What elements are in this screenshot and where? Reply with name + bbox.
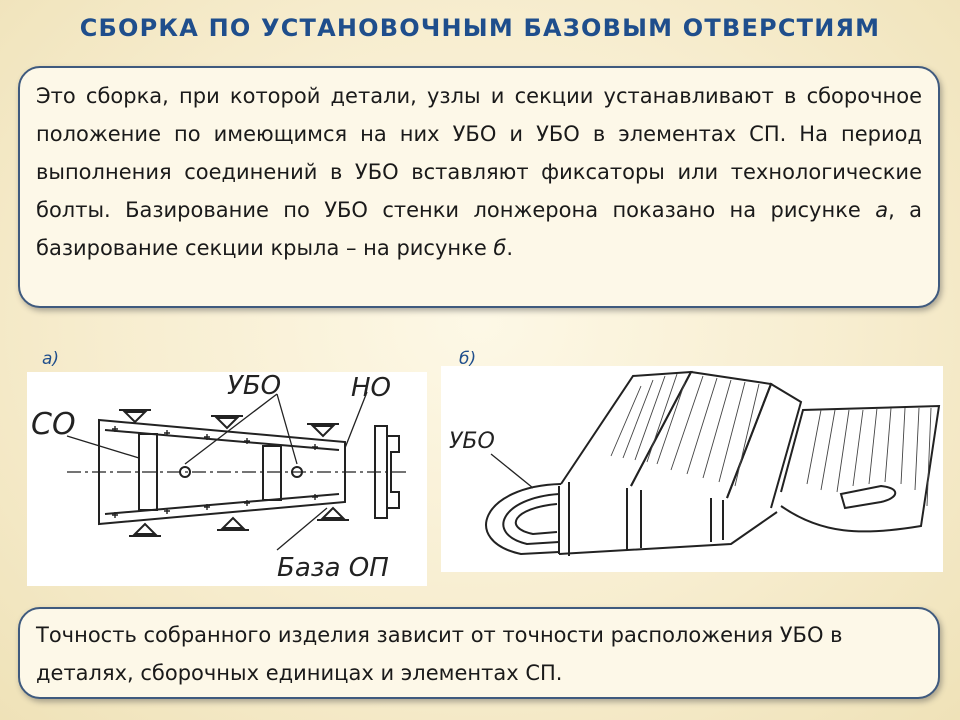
conclusion-box: Точность собранного изделия зависит от т… [18, 607, 940, 699]
definition-text: Это сборка, при которой детали, узлы и с… [36, 84, 922, 222]
definition-text-middle: , а базирование секции крыла – на рисунк… [36, 198, 922, 260]
ubo-label-b: УБО [449, 429, 495, 454]
ubo-label-a: УБО [227, 372, 281, 401]
conclusion-text: Точность собранного изделия зависит от т… [36, 623, 843, 685]
figure-b-label: б) [459, 349, 477, 369]
figure-a-label: а) [42, 349, 60, 369]
skin-hatching [610, 373, 932, 507]
definition-text-end: . [506, 236, 514, 260]
definition-box: Это сборка, при которой детали, узлы и с… [18, 66, 940, 308]
wing-section-diagram: УБО [449, 370, 941, 556]
co-label: СО [31, 407, 76, 442]
figure-b-reference: б [493, 236, 507, 260]
ho-label: НО [351, 373, 391, 403]
figure-b-drawing: УБО [441, 366, 943, 572]
base-op-label: База ОП [277, 553, 389, 583]
spar-web-diagram: СО УБО НО База ОП [31, 372, 407, 583]
figure-a-drawing: СО УБО НО База ОП [27, 372, 427, 586]
slide-title: СБОРКА ПО УСТАНОВОЧНЫМ БАЗОВЫМ ОТВЕРСТИЯ… [79, 14, 881, 42]
rivet-marks [112, 426, 318, 518]
figure-a-reference: а [875, 198, 889, 222]
